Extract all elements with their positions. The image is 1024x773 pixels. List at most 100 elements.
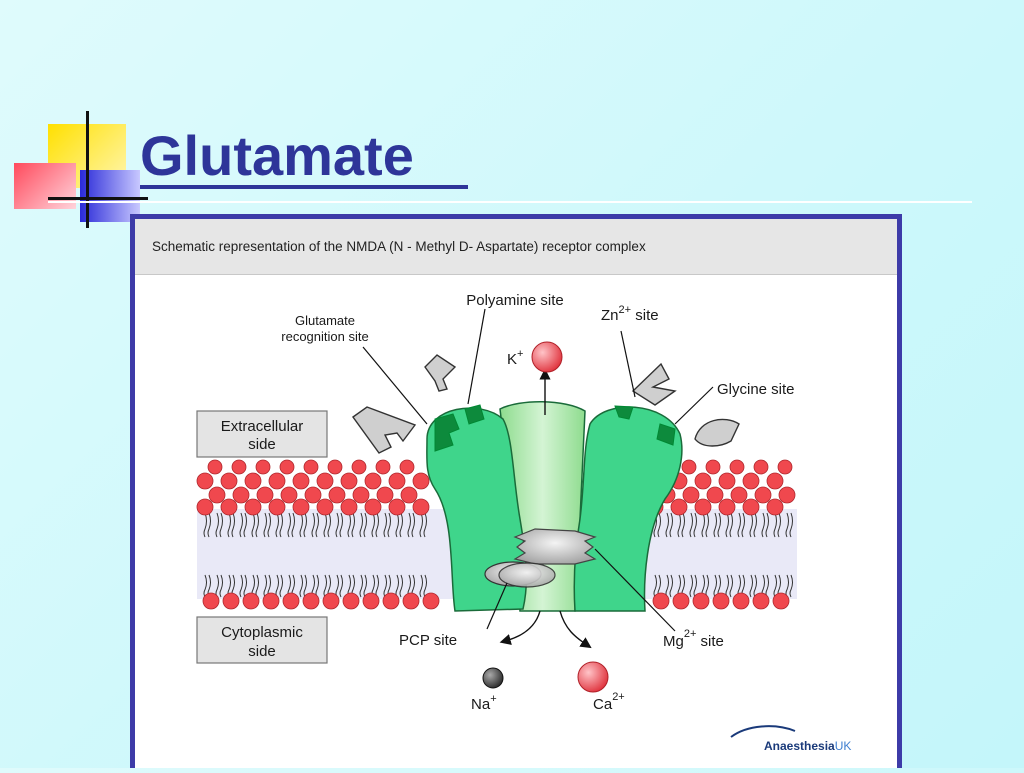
lipid-head bbox=[402, 592, 420, 610]
lipid-tail bbox=[419, 574, 423, 598]
lipid-tail bbox=[423, 574, 427, 598]
lipid-tail bbox=[753, 512, 757, 538]
extracellular-box bbox=[196, 410, 328, 458]
lipid-tail bbox=[729, 512, 733, 538]
glycine-leader bbox=[674, 386, 714, 425]
lipid-head bbox=[772, 592, 790, 610]
lipid-tail bbox=[243, 512, 247, 538]
lipid-tail bbox=[761, 512, 765, 538]
lipid-tail bbox=[395, 512, 399, 538]
lipid-tail bbox=[263, 512, 267, 538]
lipid-head bbox=[340, 472, 358, 490]
lipid-head bbox=[196, 498, 214, 516]
pcp-site-ring-inner bbox=[498, 562, 556, 588]
lipid-head bbox=[752, 592, 770, 610]
lipid-head bbox=[268, 498, 286, 516]
lipid-head bbox=[222, 592, 240, 610]
lipid-head bbox=[729, 459, 745, 475]
glycine-binding-pocket bbox=[656, 423, 676, 446]
lipid-tail bbox=[399, 512, 403, 538]
lipid-tail bbox=[741, 512, 745, 538]
lipid-tail bbox=[657, 512, 661, 538]
lipid-tail bbox=[669, 512, 673, 538]
lipid-head bbox=[682, 486, 700, 504]
lipid-tail bbox=[725, 512, 729, 538]
lipid-tail bbox=[275, 512, 279, 538]
lipid-tail bbox=[227, 512, 231, 538]
lipid-head bbox=[352, 486, 370, 504]
lipid-tail bbox=[753, 574, 757, 598]
logo-text-suffix: UK bbox=[835, 739, 852, 753]
lipid-tail bbox=[689, 574, 693, 598]
lipid-tail bbox=[335, 512, 339, 538]
lipid-head bbox=[316, 472, 334, 490]
lipid-head bbox=[196, 472, 214, 490]
lipid-head bbox=[388, 472, 406, 490]
lipid-head bbox=[718, 472, 736, 490]
lipid-tail bbox=[351, 512, 355, 538]
lipid-tail bbox=[665, 512, 669, 538]
lipid-head bbox=[327, 459, 343, 475]
lipid-head bbox=[231, 459, 247, 475]
lipid-tail bbox=[243, 574, 247, 598]
lipid-head bbox=[364, 498, 382, 516]
lipid-head bbox=[322, 592, 340, 610]
mg-leader bbox=[594, 548, 676, 632]
na-ion-label-text: Na bbox=[471, 696, 491, 713]
lipid-head bbox=[412, 472, 430, 490]
lipid-tail bbox=[371, 512, 375, 538]
lipid-tail bbox=[303, 512, 307, 538]
lipid-tail bbox=[215, 512, 219, 538]
cytoplasmic-label-2: side bbox=[248, 643, 276, 660]
zn-label: Zn2+ site bbox=[601, 304, 659, 324]
lipid-head bbox=[412, 498, 430, 516]
zn-label-sup: 2+ bbox=[619, 304, 632, 316]
lipid-head bbox=[279, 459, 295, 475]
lipid-tail bbox=[717, 512, 721, 538]
polyamine-binding-pocket bbox=[464, 404, 485, 425]
lipid-head bbox=[753, 459, 769, 475]
nmda-receptor-diagram: Extracellular side Cytoplasmic side Poly… bbox=[196, 292, 852, 753]
lipid-head bbox=[304, 486, 322, 504]
figure-header: Schematic representation of the NMDA (N … bbox=[135, 219, 897, 275]
lipid-head bbox=[220, 498, 238, 516]
lipid-tail bbox=[363, 512, 367, 538]
lipid-head bbox=[399, 459, 415, 475]
ca-ion-label-text: Ca bbox=[593, 696, 613, 713]
lipid-head bbox=[705, 459, 721, 475]
lipid-tail bbox=[207, 512, 211, 538]
leader-lines bbox=[362, 308, 714, 632]
k-ion bbox=[531, 341, 563, 373]
lipid-tail bbox=[383, 574, 387, 598]
lipid-tail bbox=[387, 512, 391, 538]
glutamate-site-label-2: recognition site bbox=[281, 329, 368, 344]
lipid-head bbox=[742, 498, 760, 516]
ca-ion-label-sup: 2+ bbox=[612, 691, 625, 703]
lipid-tail bbox=[407, 512, 411, 538]
lipid-tail bbox=[773, 512, 777, 538]
title-divider bbox=[48, 201, 972, 203]
lipid-head bbox=[302, 592, 320, 610]
mg-label-sup: 2+ bbox=[684, 628, 697, 640]
lipid-head bbox=[202, 592, 220, 610]
lipid-head bbox=[255, 459, 271, 475]
lipid-head bbox=[681, 459, 697, 475]
lipid-tail bbox=[669, 574, 673, 598]
polyamine-label: Polyamine site bbox=[466, 292, 564, 309]
lipid-tail bbox=[311, 512, 315, 538]
na-ion bbox=[482, 667, 504, 689]
lipid-tail bbox=[359, 512, 363, 538]
lipid-tail bbox=[299, 512, 303, 538]
pcp-label: PCP site bbox=[399, 632, 457, 649]
lipid-head bbox=[268, 472, 286, 490]
lipid-tail bbox=[749, 574, 753, 598]
lipid-head bbox=[672, 592, 690, 610]
lipid-head bbox=[244, 472, 262, 490]
deco-blue-square bbox=[80, 170, 140, 222]
lipid-head bbox=[694, 472, 712, 490]
zn-binding-pocket bbox=[614, 405, 634, 420]
lipid-tail bbox=[203, 512, 207, 538]
lipid-tail bbox=[315, 512, 319, 538]
mg-label-suffix: site bbox=[696, 633, 724, 650]
lipid-head bbox=[220, 472, 238, 490]
